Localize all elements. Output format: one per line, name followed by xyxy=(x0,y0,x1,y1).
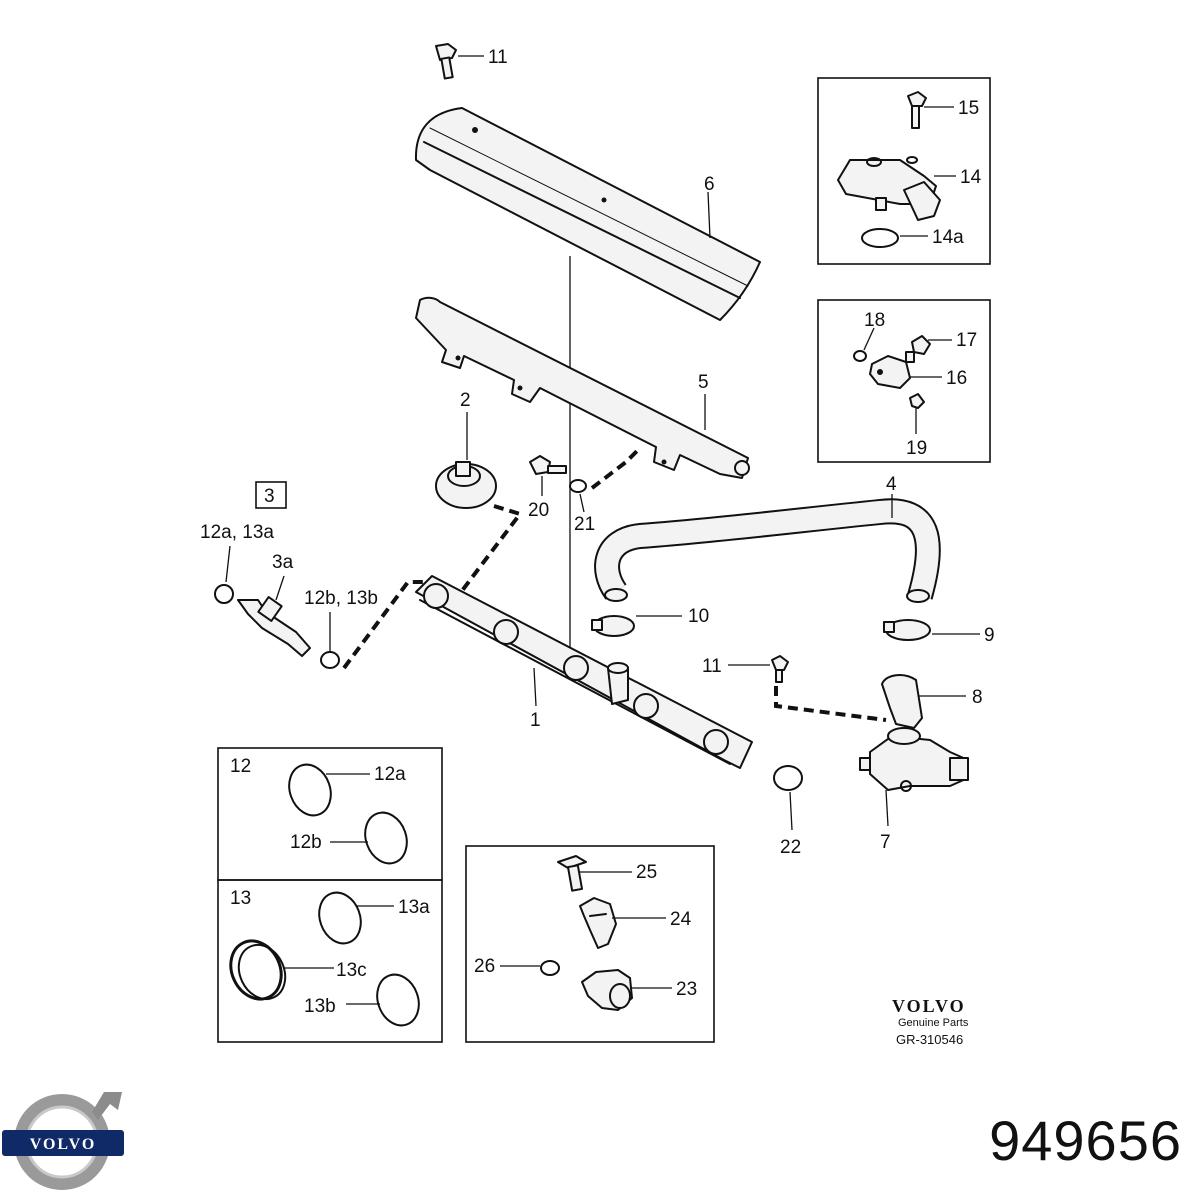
fuel-rail-bracket xyxy=(415,296,750,479)
label-14: 14 xyxy=(960,167,982,188)
label-23: 23 xyxy=(676,979,697,1000)
o-ring-12b xyxy=(364,811,408,865)
label-15: 15 xyxy=(958,98,979,119)
logo-wordmark: VOLVO xyxy=(30,1136,97,1153)
label-14a: 14a xyxy=(932,227,964,248)
label-22: 22 xyxy=(780,837,801,858)
brand-ref: GR-310546 xyxy=(896,1032,963,1047)
label-11-top: 11 xyxy=(488,47,508,68)
brand-wordmark: VOLVO xyxy=(892,996,966,1016)
inset-12 xyxy=(217,747,443,881)
label-21: 21 xyxy=(574,514,595,535)
regulator-bracket xyxy=(881,674,923,729)
fuel-pressure-regulator xyxy=(859,727,969,792)
label-11-mid: 11 xyxy=(702,656,722,677)
label-12a-13a: 12a, 13a xyxy=(200,522,274,543)
label-5: 5 xyxy=(698,372,709,393)
label-1: 1 xyxy=(530,710,541,731)
label-3: 3 xyxy=(264,486,275,507)
hose-clamp-9 xyxy=(883,619,931,641)
label-9: 9 xyxy=(984,625,995,646)
inset-connector xyxy=(465,845,715,1043)
bolt-20 xyxy=(529,455,567,475)
volvo-logo: VOLVO xyxy=(2,1092,124,1190)
label-7: 7 xyxy=(880,832,891,853)
label-26: 26 xyxy=(474,956,495,977)
connector-parts xyxy=(540,855,633,1011)
sleeve-13c xyxy=(229,939,287,1001)
inset-12-title: 12 xyxy=(230,756,251,777)
label-3a: 3a xyxy=(272,552,294,573)
label-4: 4 xyxy=(886,474,897,495)
inset-13-title: 13 xyxy=(230,888,251,909)
seal-22 xyxy=(773,765,803,791)
inset-temperature-sensor xyxy=(817,299,991,463)
part-number: 949656 xyxy=(989,1109,1182,1172)
pressure-sensor xyxy=(837,91,941,248)
label-25: 25 xyxy=(636,862,657,883)
fuel-rail-cover xyxy=(414,107,761,321)
temperature-sensor xyxy=(853,335,931,409)
label-3-box xyxy=(255,481,287,509)
pulsation-damper xyxy=(435,461,497,509)
label-16: 16 xyxy=(946,368,967,389)
label-2: 2 xyxy=(460,390,471,411)
fuel-rail xyxy=(415,575,753,769)
label-20: 20 xyxy=(528,500,549,521)
label-13c: 13c xyxy=(336,960,367,981)
label-19: 19 xyxy=(906,438,927,459)
o-ring-13a xyxy=(318,891,362,945)
bolt-11-mid xyxy=(771,655,789,683)
bolt-11-top xyxy=(435,43,457,80)
label-12b-13b: 12b, 13b xyxy=(304,588,378,609)
label-13b: 13b xyxy=(304,996,336,1017)
hose-clamp-10 xyxy=(591,615,635,637)
label-6: 6 xyxy=(704,174,715,195)
washer-21 xyxy=(569,479,587,493)
label-12b: 12b xyxy=(290,832,322,853)
label-10: 10 xyxy=(688,606,709,627)
label-12a: 12a xyxy=(374,764,406,785)
fuel-hose xyxy=(596,500,939,600)
label-24: 24 xyxy=(670,909,692,930)
label-18: 18 xyxy=(864,310,885,331)
brand-subtitle: Genuine Parts xyxy=(898,1017,969,1029)
label-13a: 13a xyxy=(398,897,430,918)
inset-13 xyxy=(217,879,443,1043)
o-ring-13b xyxy=(376,973,420,1027)
o-ring-12a xyxy=(288,763,332,817)
label-17: 17 xyxy=(956,330,977,351)
inset-pressure-sensor xyxy=(817,77,991,265)
fuel-injector xyxy=(214,584,340,669)
label-8: 8 xyxy=(972,687,983,708)
